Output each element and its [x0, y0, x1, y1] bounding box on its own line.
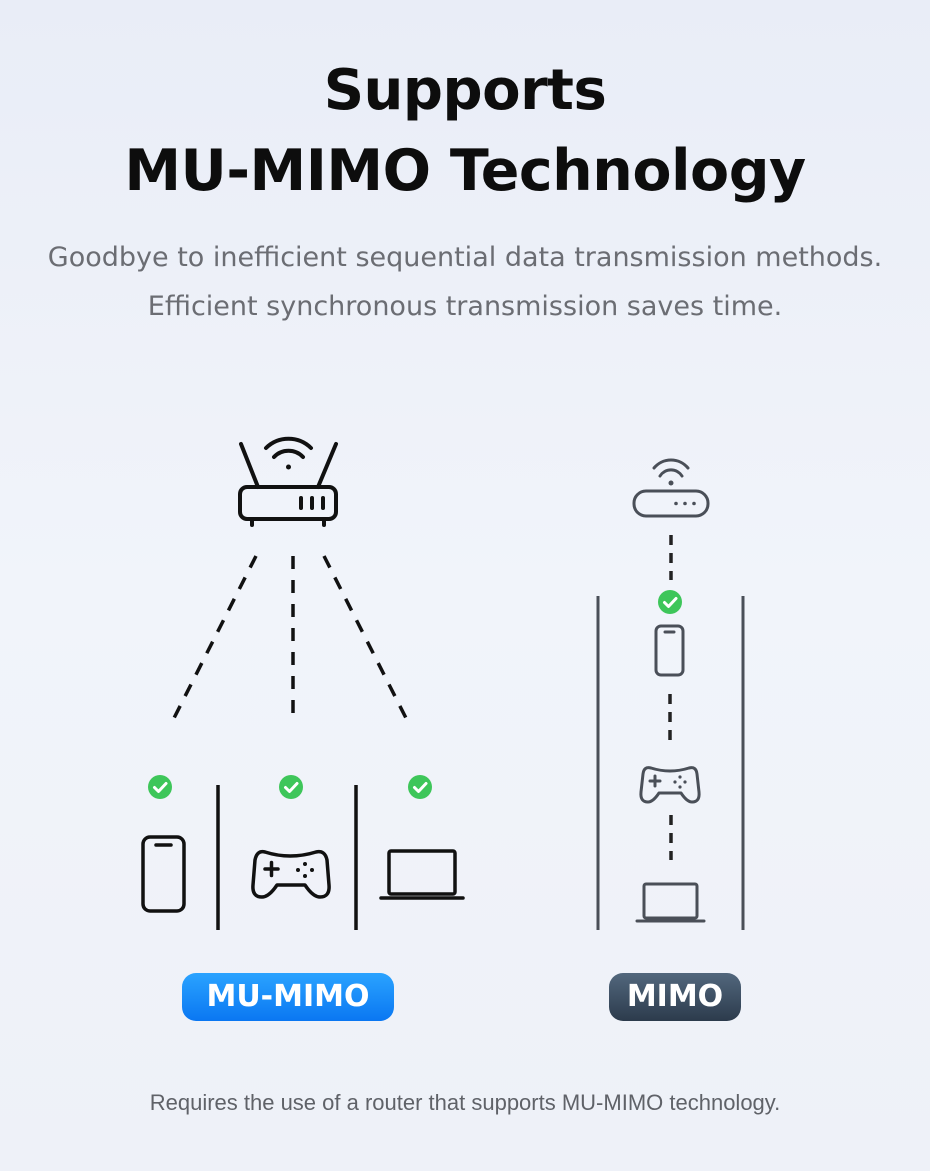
mu-router-icon — [238, 436, 338, 527]
mimo-router-icon — [632, 458, 710, 518]
laptop-icon — [379, 849, 465, 900]
page-title-line1: Supports — [323, 58, 607, 123]
check-icon — [146, 773, 174, 801]
mu-dividers — [216, 785, 358, 930]
mimo-dividers — [596, 596, 745, 930]
mu-mimo-badge: MU-MIMO — [182, 973, 394, 1021]
phone-icon — [141, 835, 186, 913]
mimo-phone-icon — [654, 624, 685, 677]
check-icon — [277, 773, 305, 801]
mimo-gamepad-icon — [639, 766, 701, 804]
page-title-line2: MU-MIMO Technology — [124, 138, 806, 204]
subtitle-line2: Efficient synchronous transmission saves… — [147, 291, 783, 322]
mu-signal-lines — [169, 555, 411, 725]
mu-wifi-icon — [264, 436, 313, 470]
check-icon — [406, 773, 434, 801]
mimo-laptop-icon — [635, 882, 706, 923]
footer-note: Requires the use of a router that suppor… — [149, 1090, 781, 1115]
mimo-badge: MIMO — [609, 973, 741, 1021]
gamepad-icon — [251, 849, 331, 899]
mimo-wifi-icon — [652, 458, 690, 486]
mimo-signal-lines — [668, 535, 673, 860]
subtitle-line1: Goodbye to inefficient sequential data t… — [47, 242, 883, 273]
check-icon — [656, 588, 684, 616]
